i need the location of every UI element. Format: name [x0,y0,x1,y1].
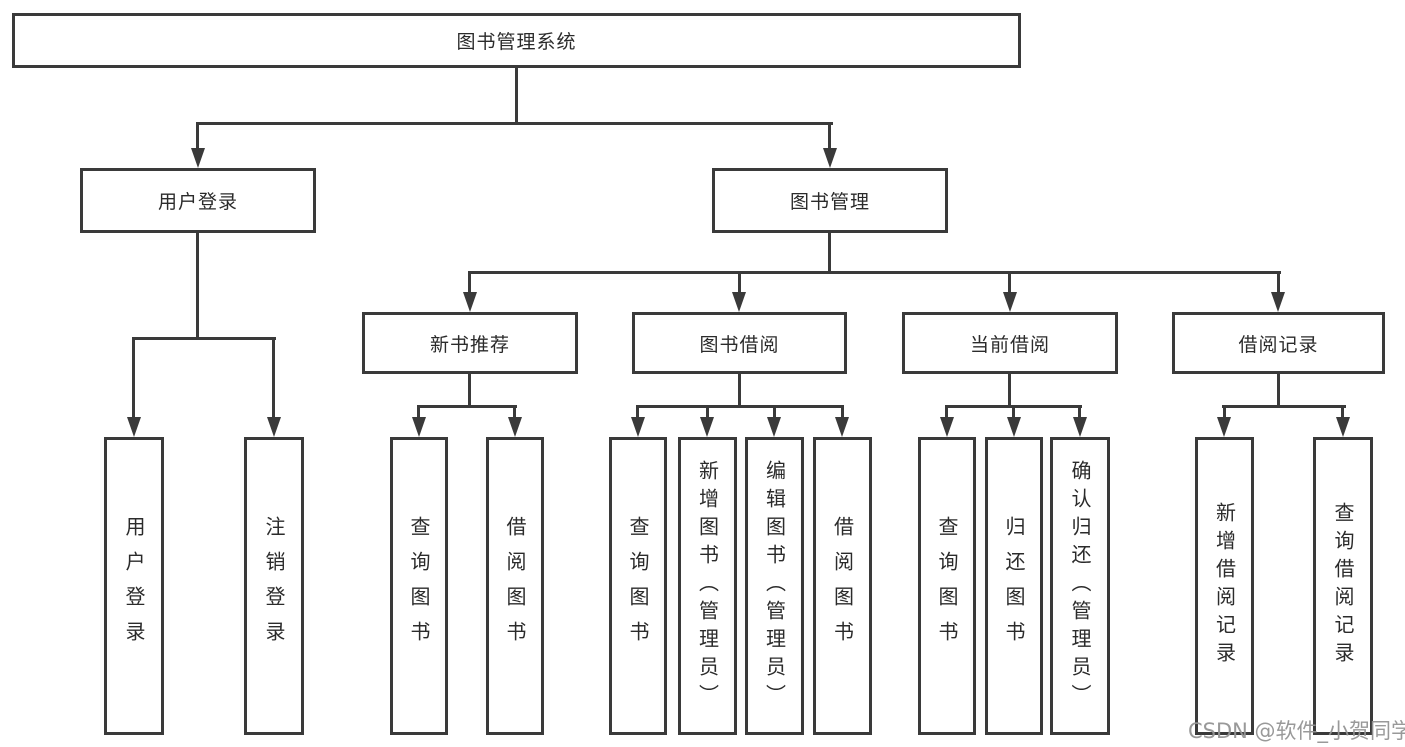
connector-line [417,405,420,421]
connector-line [513,405,516,421]
connector-line [636,405,639,421]
node-confirm-return-admin: 确认归还（管理员） [1050,437,1110,735]
node-new-book-recommendation: 新书推荐 [362,312,578,374]
node-borrow-books-leaf: 借阅图书 [813,437,872,735]
node-borrowing-records: 借阅记录 [1172,312,1385,374]
watermark: CSDN @软件_小贺同学 [1188,719,1405,743]
connector-line [272,337,275,421]
arrowhead-down-icon [191,148,205,168]
connector-line [773,405,776,421]
node-current-borrowing: 当前借阅 [902,312,1118,374]
node-user-login: 用户登录 [80,168,316,233]
connector-line [468,374,471,407]
connector-line [1012,405,1015,421]
node-book-management: 图书管理 [712,168,948,233]
connector-line [468,271,471,295]
connector-line [828,233,831,273]
node-query-books-recommend: 查询图书 [390,437,448,735]
node-borrow-books-recommend: 借阅图书 [486,437,544,735]
connector-line [417,405,517,408]
connector-line [1277,271,1280,295]
arrowhead-down-icon [412,417,426,437]
connector-line [1008,374,1011,407]
arrowhead-down-icon [1336,417,1350,437]
node-book-borrowing: 图书借阅 [632,312,847,374]
connector-line [841,405,844,421]
connector-line [1277,374,1280,407]
arrowhead-down-icon [1007,417,1021,437]
arrowhead-down-icon [127,417,141,437]
arrowhead-down-icon [1271,292,1285,312]
connector-line [196,122,199,150]
arrowhead-down-icon [940,417,954,437]
connector-line [515,68,518,122]
node-user-login-leaf: 用户登录 [104,437,164,735]
node-logout-leaf: 注销登录 [244,437,304,735]
arrowhead-down-icon [823,148,837,168]
connector-line [828,122,831,150]
node-add-borrow-record: 新增借阅记录 [1195,437,1254,735]
arrowhead-down-icon [631,417,645,437]
arrowhead-down-icon [1217,417,1231,437]
arrowhead-down-icon [267,417,281,437]
connector-line [132,337,135,421]
node-add-books-admin: 新增图书（管理员） [678,437,737,735]
connector-line [1008,271,1011,295]
connector-line [1222,405,1346,408]
arrowhead-down-icon [463,292,477,312]
connector-line [636,405,844,408]
arrowhead-down-icon [508,417,522,437]
node-query-books-borrow: 查询图书 [609,437,667,735]
connector-line [706,405,709,421]
connector-line [1223,405,1226,421]
node-library-system: 图书管理系统 [12,13,1021,68]
connector-line [1078,405,1081,421]
arrowhead-down-icon [835,417,849,437]
arrowhead-down-icon [700,417,714,437]
connector-line [945,405,948,421]
node-edit-books-admin: 编辑图书（管理员） [745,437,804,735]
node-return-books: 归还图书 [985,437,1043,735]
node-query-borrow-record: 查询借阅记录 [1313,437,1373,735]
node-query-books-current: 查询图书 [918,437,976,735]
connector-line [197,122,833,125]
connector-line [738,271,741,295]
arrowhead-down-icon [767,417,781,437]
arrowhead-down-icon [732,292,746,312]
connector-line [1341,405,1344,421]
connector-line [469,271,1281,274]
connector-line [738,374,741,407]
connector-line [133,337,276,340]
arrowhead-down-icon [1073,417,1087,437]
connector-line [196,233,199,339]
arrowhead-down-icon [1003,292,1017,312]
